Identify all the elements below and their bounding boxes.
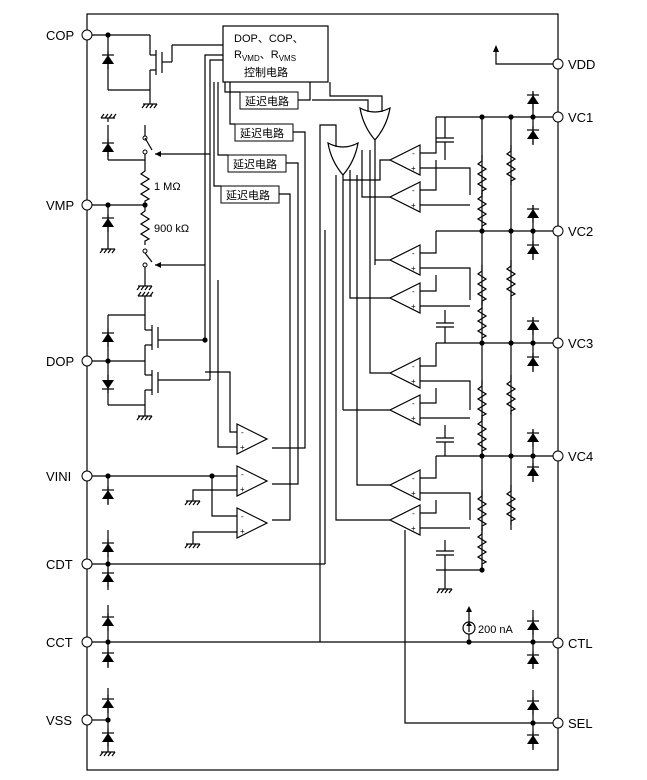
pin-vc4: VC4 — [552, 449, 593, 464]
delay-circuit-2: 延迟电路 — [234, 123, 294, 142]
svg-text:延迟电路: 延迟电路 — [233, 158, 277, 171]
vdd-line — [493, 45, 553, 65]
cct-section — [92, 605, 553, 668]
or-gate-2 — [319, 124, 359, 642]
svg-text:VC3: VC3 — [568, 336, 593, 351]
control-circuit-block: DOP、COP、 RVMD、RVMS 控制电路 — [222, 25, 329, 83]
svg-text:VDD: VDD — [568, 57, 595, 72]
svg-text:VSS: VSS — [46, 713, 72, 728]
comparator-left-3 — [184, 476, 268, 549]
comparator-left-1 — [205, 280, 268, 455]
control-r1: R — [234, 49, 242, 61]
control-line1: DOP、COP、 — [234, 33, 304, 45]
delay-circuit-3: 延迟电路 — [227, 154, 287, 173]
control-sub-vms: VMS — [279, 54, 296, 63]
svg-text:延迟电路: 延迟电路 — [240, 127, 284, 140]
control-wires — [204, 54, 311, 521]
pin-cop: COP — [46, 28, 93, 43]
pin-cct: CCT — [46, 635, 93, 650]
ic-boundary — [86, 13, 559, 771]
pin-ctl: CTL — [552, 636, 593, 651]
cell-monitor — [335, 90, 553, 594]
vss-section — [92, 688, 116, 757]
vmp-section: 1 MΩ 900 kΩ — [92, 113, 210, 291]
dop-section — [92, 291, 210, 421]
ctl-section — [526, 610, 540, 670]
or-gate-1 — [312, 82, 391, 265]
pin-vc1: VC1 — [552, 110, 593, 125]
pin-vss: VSS — [46, 713, 93, 728]
current-source-200na: 200 nA — [462, 606, 514, 645]
comparator-left-2 — [92, 465, 268, 506]
control-line3: 控制电路 — [244, 65, 288, 79]
svg-text:CTL: CTL — [568, 636, 593, 651]
svg-text:VC2: VC2 — [568, 224, 593, 239]
cop-section — [92, 32, 223, 109]
pin-sel: SEL — [552, 716, 593, 731]
pin-cdt: CDT — [46, 557, 93, 572]
svg-text:CDT: CDT — [46, 557, 73, 572]
svg-text:延迟电路: 延迟电路 — [226, 189, 270, 202]
svg-text:RVMD、RVMS: RVMD、RVMS — [234, 49, 296, 63]
pin-dop: DOP — [46, 354, 93, 369]
cdt-section — [92, 230, 326, 590]
pin-vc3: VC3 — [552, 336, 593, 351]
svg-text:CCT: CCT — [46, 635, 73, 650]
pin-vini: VINI — [46, 469, 93, 484]
svg-text:VMP: VMP — [46, 198, 74, 213]
resistor-900k-label: 900 kΩ — [154, 223, 189, 235]
delay-circuit-1: 延迟电路 — [239, 91, 299, 110]
svg-text:VC4: VC4 — [568, 449, 593, 464]
svg-text:DOP: DOP — [46, 354, 74, 369]
pin-vmp: VMP — [46, 198, 93, 213]
resistor-1m-label: 1 MΩ — [154, 181, 181, 193]
delay-circuit-4: 延迟电路 — [220, 185, 280, 204]
sel-section — [404, 530, 553, 750]
svg-text:延迟电路: 延迟电路 — [245, 95, 289, 108]
svg-text:VC1: VC1 — [568, 110, 593, 125]
control-sep: 、R — [260, 49, 279, 61]
pin-vc2: VC2 — [552, 224, 593, 239]
current-source-label: 200 nA — [478, 624, 514, 636]
svg-text:VINI: VINI — [46, 469, 71, 484]
control-sub-vmd: VMD — [242, 54, 260, 63]
svg-text:SEL: SEL — [568, 716, 593, 731]
svg-text:COP: COP — [46, 28, 74, 43]
pin-vdd: VDD — [552, 57, 595, 72]
